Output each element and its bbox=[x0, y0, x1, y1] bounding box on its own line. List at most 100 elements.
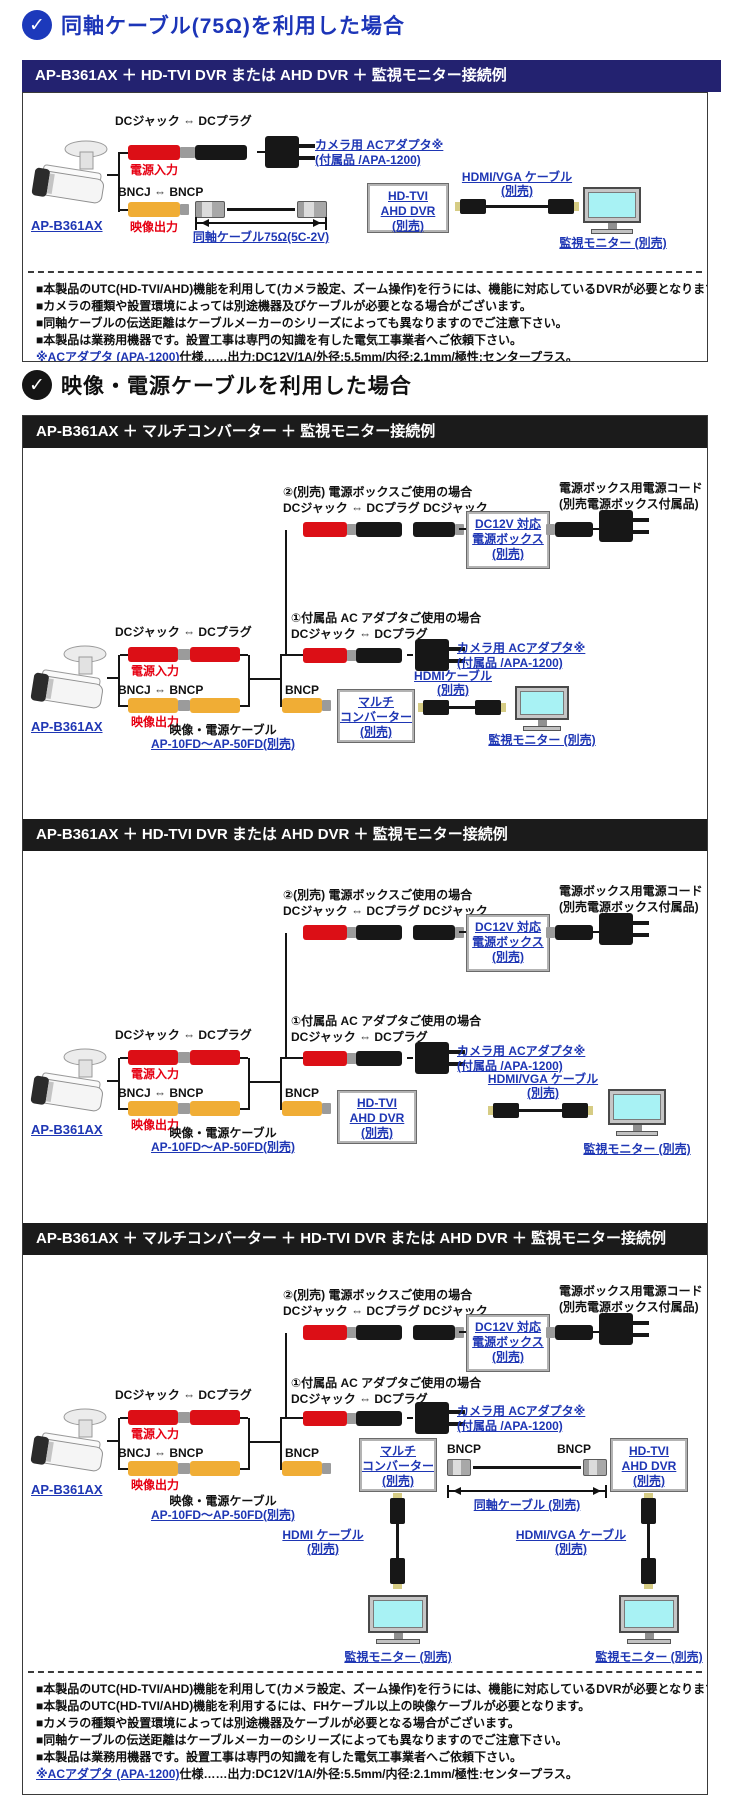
power-box[interactable]: DC12V 対応電源ボックス(別売) bbox=[467, 512, 549, 568]
wire bbox=[257, 151, 265, 153]
ac-spec-link[interactable]: ※ACアダプタ (APA-1200) bbox=[36, 350, 180, 362]
camera-model-link[interactable]: AP-B361AX bbox=[31, 719, 103, 734]
ac-adapter-icon bbox=[265, 136, 315, 168]
av-cable-link[interactable]: AP-10FD～AP-50FD(別売) bbox=[150, 1140, 296, 1154]
camera-icon bbox=[30, 645, 107, 709]
camera-model-link[interactable]: AP-B361AX bbox=[31, 218, 103, 233]
measure-arrow bbox=[195, 217, 327, 230]
hdmi-cable-link[interactable]: HDMIケーブル bbox=[414, 669, 492, 683]
dc-plug-icon bbox=[347, 1051, 402, 1066]
note-line: ■本製品のUTC(HD-TVI/AHD)機能を利用して(カメラ設定、ズーム操作)… bbox=[36, 282, 708, 296]
multi-converter-box[interactable]: マルチコンバーター(別売) bbox=[360, 1439, 436, 1491]
bnc-plug-icon bbox=[282, 1101, 331, 1116]
dc-pair-label: DCジャック ⇔ DCプラグ bbox=[115, 114, 252, 128]
power-box[interactable]: DC12V 対応電源ボックス(別売) bbox=[467, 1315, 549, 1371]
monitor-link[interactable]: 監視モニター (別売) bbox=[595, 1650, 703, 1664]
dc-plug-icon bbox=[347, 1325, 402, 1340]
hdmi-vga-link[interactable]: HDMI/VGA ケーブル bbox=[461, 170, 573, 184]
av-cable-link[interactable]: AP-10FD～AP-50FD(別売) bbox=[150, 737, 296, 751]
dc-pair-label: DCジャック ⇔ DCプラグ bbox=[291, 1392, 428, 1406]
hdmi-cable-link2[interactable]: (別売) bbox=[307, 1542, 339, 1556]
section1-title: 同軸ケーブル(75Ω)を利用した場合 bbox=[61, 15, 405, 38]
hdmi-vga-link2[interactable]: (別売) bbox=[527, 1086, 559, 1100]
dc-jack-icon bbox=[303, 1051, 356, 1066]
ac-adapter-link[interactable]: カメラ用 ACアダプタ※ bbox=[457, 641, 586, 655]
dc-jack-icon bbox=[303, 925, 356, 940]
option2-label: ②(別売) 電源ボックスご使用の場合 bbox=[283, 485, 473, 499]
monitor-icon bbox=[608, 1089, 666, 1136]
coax-cable-icon bbox=[227, 208, 295, 211]
ac-adapter-link2[interactable]: (付属品 /APA-1200) bbox=[315, 153, 421, 167]
wire bbox=[118, 655, 120, 707]
section2-box: AP-B361AX ＋ マルチコンバーター ＋ 監視モニター接続例 ②(別売) … bbox=[22, 415, 708, 1795]
av-cable-link[interactable]: AP-10FD～AP-50FD(別売) bbox=[150, 1508, 296, 1522]
ac-spec-link[interactable]: ※ACアダプタ (APA-1200) bbox=[36, 1767, 180, 1782]
bnc-plug-icon bbox=[297, 201, 327, 218]
wire bbox=[407, 654, 413, 656]
power-box[interactable]: DC12V 対応電源ボックス(別売) bbox=[467, 915, 549, 971]
dc-pair-label: DCジャック ⇔ DCプラグ bbox=[291, 627, 428, 641]
camera-model-link[interactable]: AP-B361AX bbox=[31, 1122, 103, 1137]
ac-adapter-link[interactable]: カメラ用 ACアダプタ※ bbox=[457, 1404, 586, 1418]
wire bbox=[280, 1418, 282, 1470]
hdmi-cable-link2[interactable]: (別売) bbox=[437, 683, 469, 697]
note-line: ■同軸ケーブルの伝送距離はケーブルメーカーのシリーズによっても異なりますのでご注… bbox=[36, 1733, 568, 1748]
camera-icon bbox=[30, 1048, 107, 1112]
wire bbox=[120, 1468, 128, 1470]
hdmi-vga-link2[interactable]: (別売) bbox=[555, 1542, 587, 1556]
hdmi-cable-icon bbox=[390, 1493, 405, 1589]
dc-plug-icon bbox=[546, 1325, 593, 1340]
camera-icon bbox=[30, 1408, 107, 1472]
monitor-icon bbox=[368, 1595, 428, 1644]
wire bbox=[107, 174, 118, 176]
dc-plug-icon bbox=[347, 522, 402, 537]
option1-label: ①付属品 AC アダプタご使用の場合 bbox=[291, 1376, 482, 1390]
wire bbox=[593, 931, 599, 933]
ac-adapter-link2[interactable]: (付属品 /APA-1200) bbox=[457, 1059, 563, 1073]
bnc-pair-label: BNCJ ⇔ BNCP bbox=[118, 185, 204, 199]
dc-triple-label: DCジャック ⇔ DCプラグ DCジャック bbox=[283, 904, 488, 918]
bncp-label: BNCP bbox=[447, 1442, 482, 1456]
dc-plug-icon bbox=[347, 648, 402, 663]
monitor-link[interactable]: 監視モニター (別売) bbox=[344, 1650, 452, 1664]
monitor-link[interactable]: 監視モニター (別売) bbox=[559, 236, 667, 250]
monitor-link[interactable]: 監視モニター (別売) bbox=[583, 1142, 691, 1156]
power-plug-icon bbox=[599, 913, 649, 945]
video-out-label: 映像出力 bbox=[131, 1478, 180, 1492]
hdmi-vga-link2[interactable]: (別売) bbox=[501, 184, 533, 198]
dc-jack-icon bbox=[128, 145, 189, 160]
powerbox-cord-label: 電源ボックス用電源コード bbox=[559, 481, 703, 495]
powerbox-cord-label2: (別売電源ボックス付属品) bbox=[559, 1300, 699, 1314]
wire bbox=[459, 931, 467, 933]
wire bbox=[248, 1081, 282, 1083]
monitor-icon bbox=[583, 187, 641, 234]
coax75-link[interactable]: 同軸ケーブル75Ω(5C-2V) bbox=[192, 230, 330, 244]
camera-model-link[interactable]: AP-B361AX bbox=[31, 1482, 103, 1497]
wire bbox=[593, 1331, 599, 1333]
ac-adapter-link[interactable]: カメラ用 ACアダプタ※ bbox=[315, 138, 444, 152]
ac-adapter-link[interactable]: カメラ用 ACアダプタ※ bbox=[457, 1044, 586, 1058]
dc-triple-label: DCジャック ⇔ DCプラグ DCジャック bbox=[283, 501, 488, 515]
monitor-link[interactable]: 監視モニター (別売) bbox=[488, 733, 596, 747]
camera-icon bbox=[31, 140, 108, 204]
check-badge-icon: ✓ bbox=[22, 10, 52, 40]
powerbox-cord-label: 電源ボックス用電源コード bbox=[559, 1284, 703, 1298]
wire bbox=[120, 1108, 128, 1110]
hdmi-cable-link[interactable]: HDMI ケーブル bbox=[282, 1528, 364, 1542]
measure-arrow bbox=[447, 1485, 607, 1498]
wire bbox=[248, 1058, 250, 1110]
hdmi-cable-icon bbox=[455, 199, 579, 214]
hdmi-vga-link[interactable]: HDMI/VGA ケーブル bbox=[515, 1528, 627, 1542]
ac-adapter-icon bbox=[415, 639, 465, 671]
coax-cable-link[interactable]: 同軸ケーブル (別売) bbox=[473, 1498, 581, 1512]
dc-jack-icon bbox=[128, 647, 187, 662]
ac-adapter-link2[interactable]: (付属品 /APA-1200) bbox=[457, 1419, 563, 1433]
hdmi-vga-link[interactable]: HDMI/VGA ケーブル bbox=[487, 1072, 599, 1086]
dc-plug-icon bbox=[546, 522, 593, 537]
ac-adapter-link2[interactable]: (付属品 /APA-1200) bbox=[457, 656, 563, 670]
ac-adapter-icon bbox=[415, 1402, 465, 1434]
multi-converter-box[interactable]: マルチコンバーター(別売) bbox=[338, 690, 414, 742]
